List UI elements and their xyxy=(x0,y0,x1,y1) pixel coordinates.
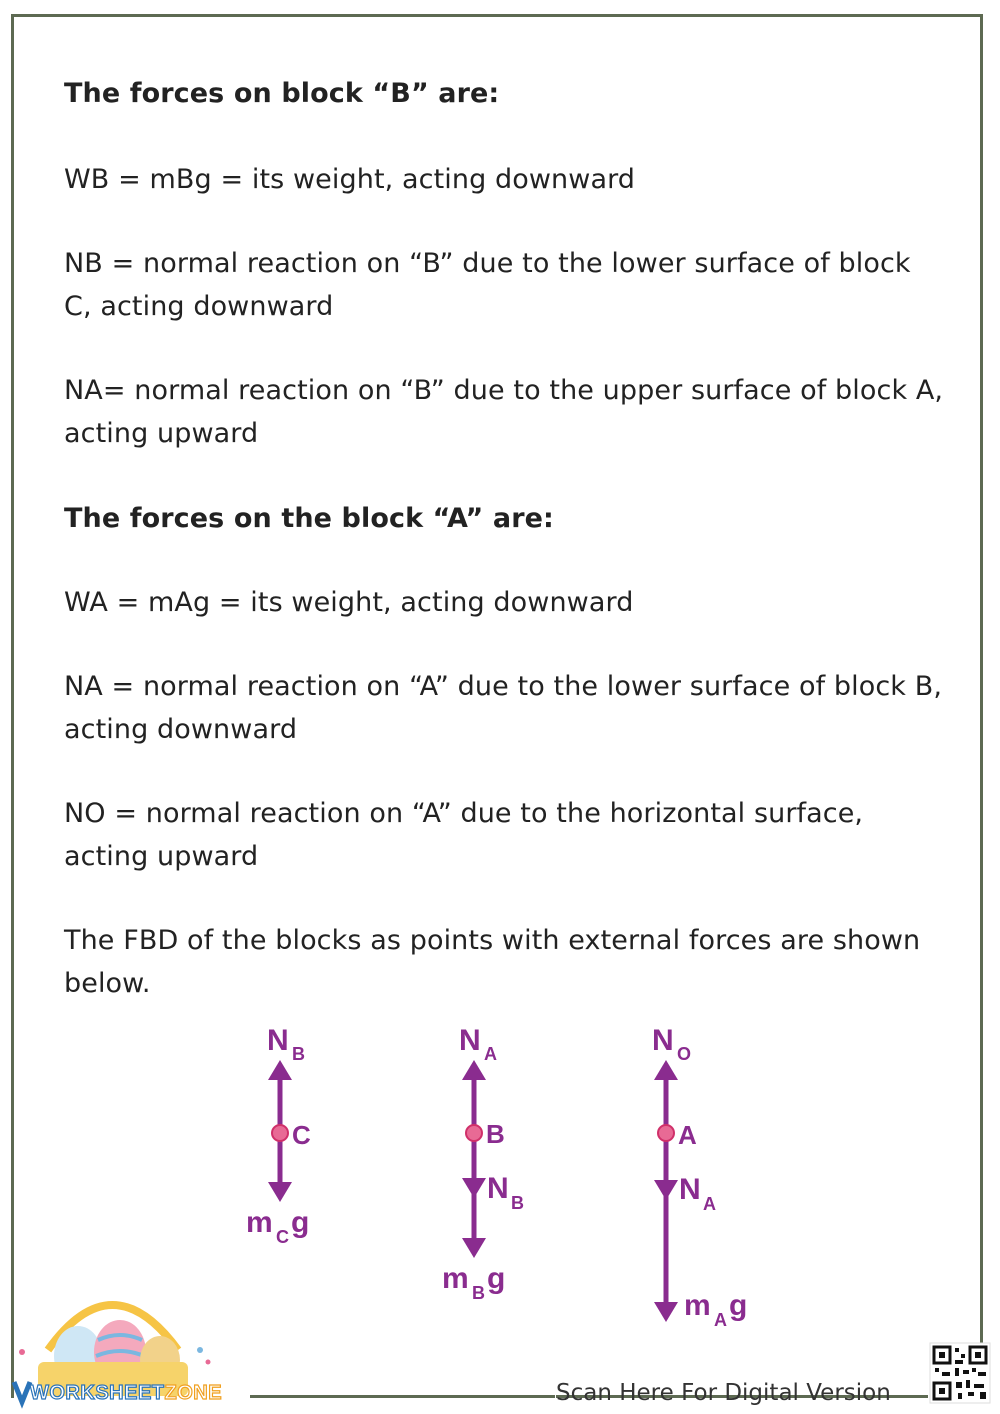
qr-code-icon xyxy=(929,1342,991,1404)
down-arrowhead-icon xyxy=(268,1182,292,1202)
label-mbg-m: m xyxy=(442,1262,469,1295)
logo-main-text: WORKSHEET xyxy=(29,1381,165,1404)
up-arrowhead-icon xyxy=(654,1060,678,1080)
logo-basket-icon xyxy=(11,1301,211,1409)
label-point-b: B xyxy=(486,1119,505,1149)
up-arrowhead-icon xyxy=(462,1060,486,1080)
scan-here-text: Scan Here For Digital Version xyxy=(556,1380,891,1406)
worksheetzone-logo: WORKSHEETZONE xyxy=(29,1381,223,1405)
label-na-sub: A xyxy=(484,1044,497,1064)
label-nb-mid-sub: B xyxy=(511,1193,524,1213)
fbd-intro-line: The FBD of the blocks as points with ext… xyxy=(64,925,921,999)
label-mcg-m: m xyxy=(246,1206,273,1239)
label-nb-main: N xyxy=(267,1024,289,1057)
label-na-mid-main: N xyxy=(679,1173,701,1206)
fbd-block-b: B N A N B m B g xyxy=(442,1024,524,1303)
label-no-main: N xyxy=(652,1024,674,1057)
weight-a-line: WA = mAg = its weight, acting downward xyxy=(64,587,634,618)
forces-on-b-heading: The forces on block “B” are: xyxy=(64,78,500,109)
mid-arrowhead-icon xyxy=(654,1180,678,1200)
label-mag-g: g xyxy=(729,1289,747,1322)
forces-on-a-heading: The forces on the block “A” are: xyxy=(64,503,554,534)
label-point-c: C xyxy=(292,1120,311,1150)
label-mcg-sub: C xyxy=(276,1227,289,1247)
label-mbg-sub: B xyxy=(472,1283,485,1303)
fbd-block-a: A N O N A m A g xyxy=(652,1024,747,1330)
label-nb-mid-main: N xyxy=(487,1172,509,1205)
point-c xyxy=(271,1124,289,1142)
label-mag-m: m xyxy=(684,1289,711,1322)
label-mag-sub: A xyxy=(714,1310,727,1330)
down-arrowhead-icon xyxy=(462,1238,486,1258)
normal-b-upper-line: NA= normal reaction on “B” due to the up… xyxy=(64,375,944,449)
label-mbg-g: g xyxy=(487,1262,505,1295)
normal-a-lower-line: NA = normal reaction on “A” due to the l… xyxy=(64,671,943,745)
label-no-sub: O xyxy=(677,1044,691,1064)
normal-a-surface-line: NO = normal reaction on “A” due to the h… xyxy=(64,798,864,872)
label-point-a: A xyxy=(678,1120,697,1150)
label-mcg-g: g xyxy=(291,1206,309,1239)
mid-arrowhead-icon xyxy=(462,1178,486,1198)
point-b xyxy=(465,1124,483,1142)
normal-b-lower-line: NB = normal reaction on “B” due to the l… xyxy=(64,248,911,322)
scan-strike-line xyxy=(556,1395,928,1398)
down-arrowhead-icon xyxy=(654,1302,678,1322)
label-na-mid-sub: A xyxy=(703,1194,716,1214)
label-nb-sub: B xyxy=(292,1044,305,1064)
logo-zone-text: ZONE xyxy=(164,1381,223,1404)
label-na-main: N xyxy=(459,1024,481,1057)
point-a xyxy=(657,1124,675,1142)
weight-b-line: WB = mBg = its weight, acting downward xyxy=(64,164,636,195)
fbd-block-c: C N B m C g xyxy=(246,1024,311,1247)
up-arrowhead-icon xyxy=(268,1060,292,1080)
page-border-bottom xyxy=(250,1395,555,1398)
page-border xyxy=(11,14,983,1398)
